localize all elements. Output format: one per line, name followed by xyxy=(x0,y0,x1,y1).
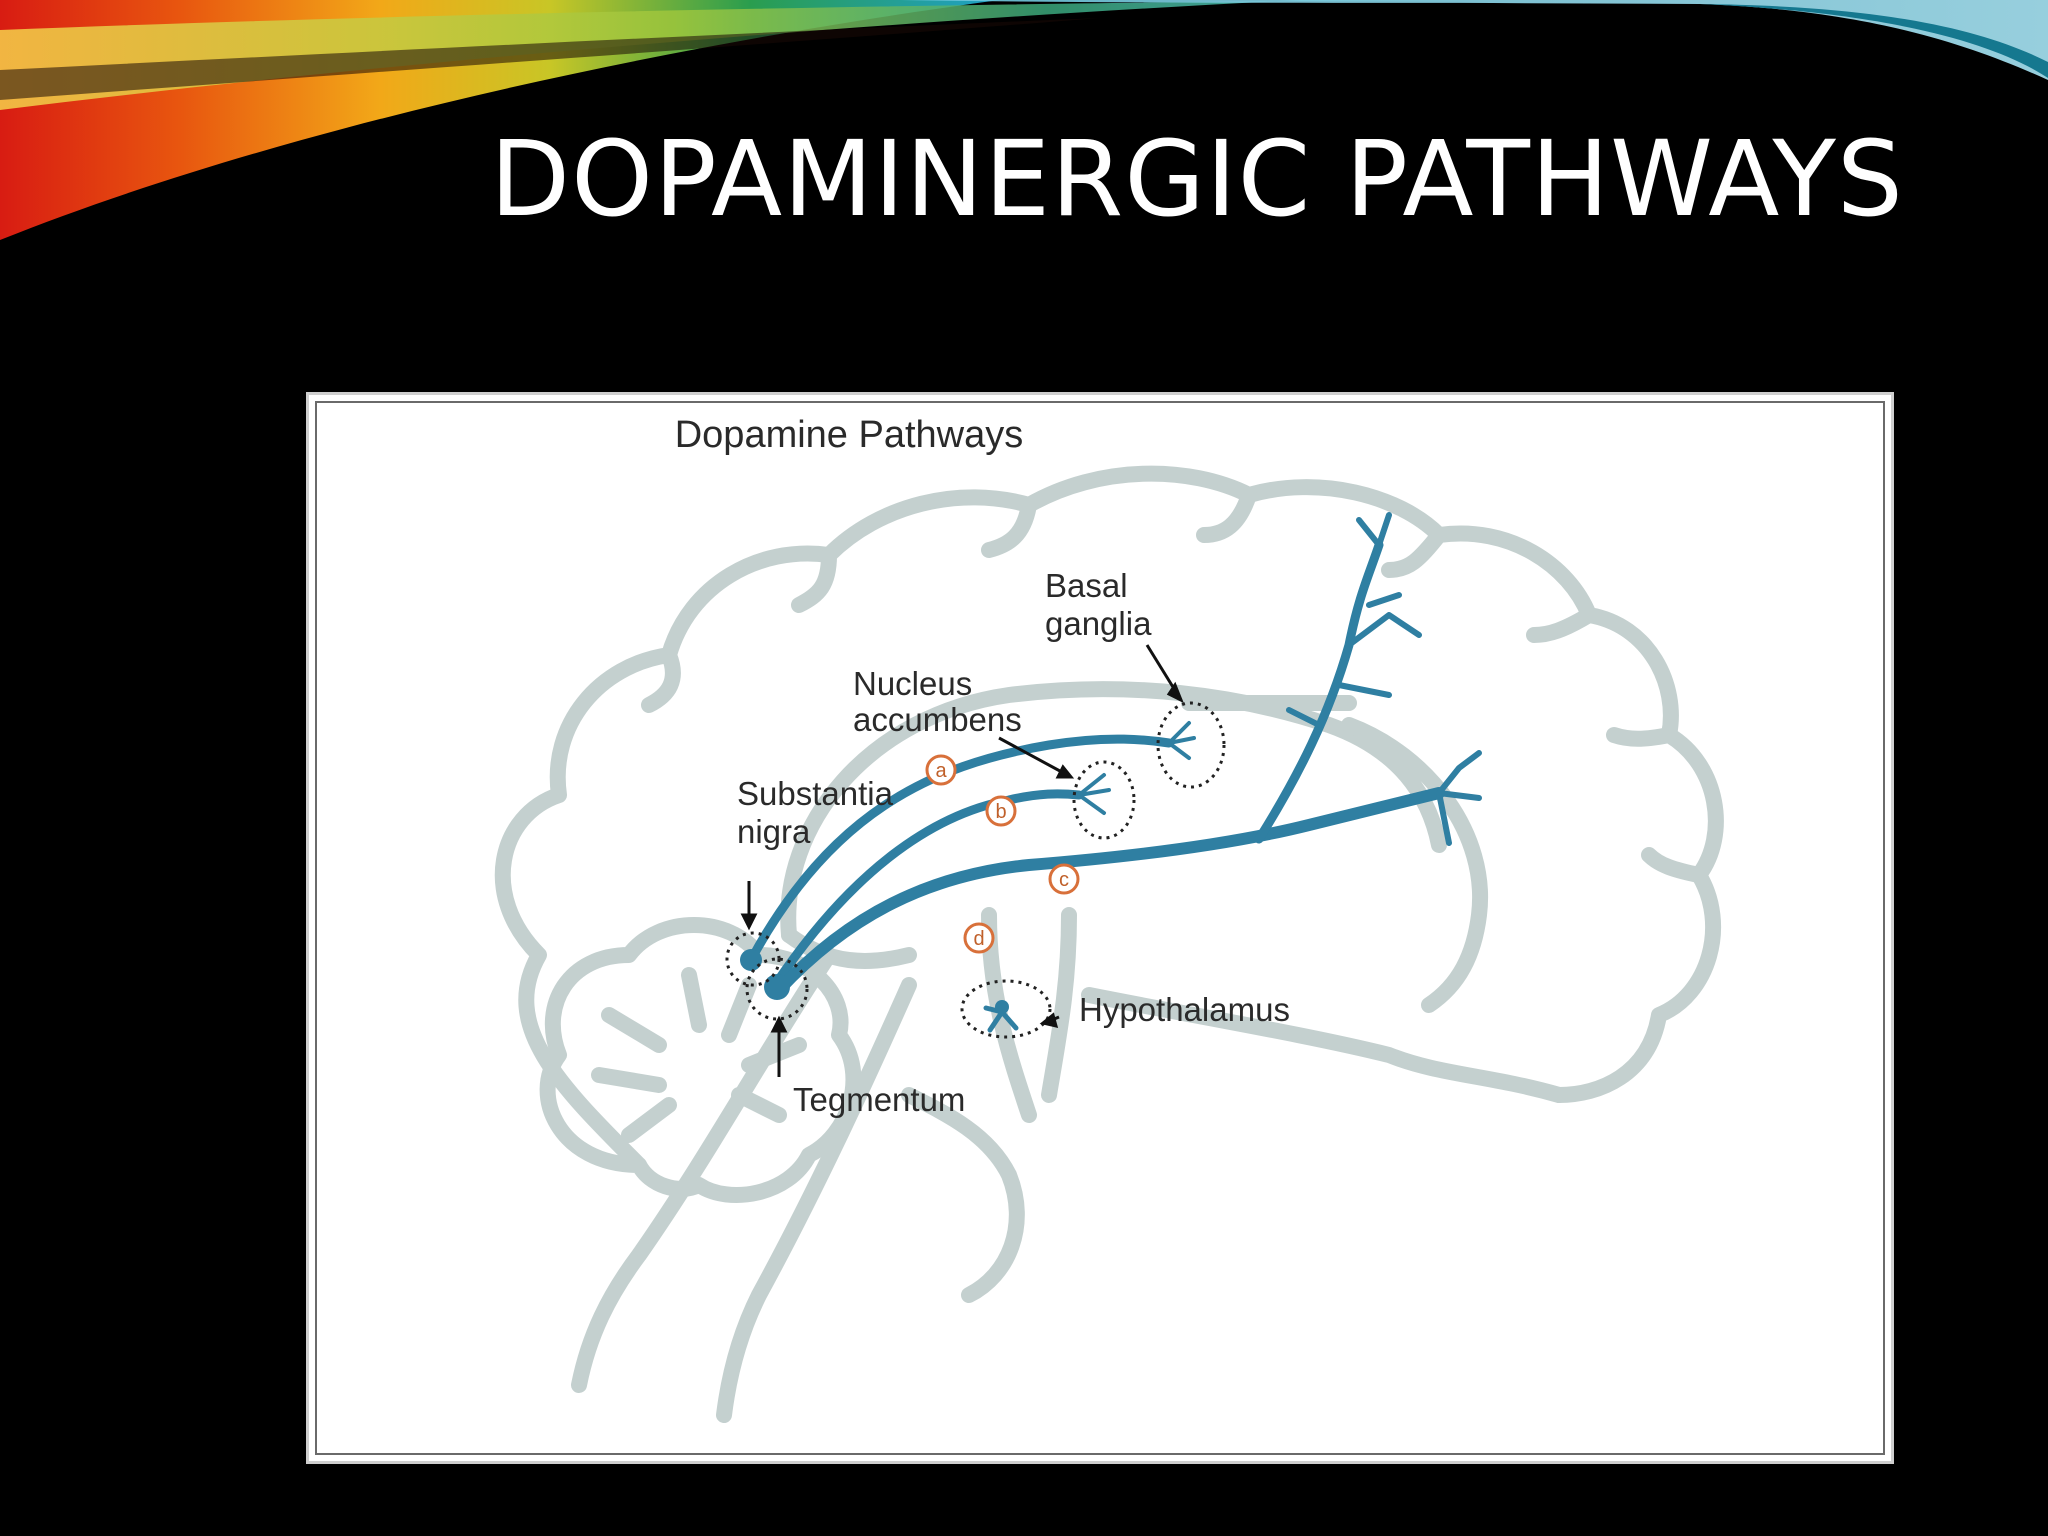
pons-outline xyxy=(901,1087,1025,1303)
cerebellum xyxy=(539,917,862,1203)
label-arrows xyxy=(740,644,1184,1077)
cerebrum-outline xyxy=(494,465,1724,1173)
tegmentum-region xyxy=(745,957,809,1021)
tegmentum-soma xyxy=(764,974,790,1000)
label-hypothalamus: Hypothalamus xyxy=(1079,991,1290,1028)
cerebellum-folds xyxy=(591,967,807,1143)
pathway-c-mesocortical xyxy=(773,787,1445,996)
label-nucleus: Nucleus xyxy=(853,665,972,702)
label-basal: Basal xyxy=(1045,567,1128,604)
swoosh-cyan-band xyxy=(900,0,2048,80)
hypothalamus-soma xyxy=(995,1000,1009,1014)
pathway-markers: a b c d xyxy=(925,754,1080,954)
marker-a-circle xyxy=(925,754,957,786)
arrow-tegmentum-head xyxy=(770,1015,788,1033)
brain-diagram: Dopamine Pathways xyxy=(494,414,1724,1423)
marker-b-circle xyxy=(985,795,1017,827)
swoosh-dark-streak xyxy=(0,18,1100,100)
region-highlights xyxy=(725,701,1226,1039)
cortical-branch-lower xyxy=(1436,750,1482,846)
label-ganglia: ganglia xyxy=(1045,605,1152,642)
label-accumbens: accumbens xyxy=(853,701,1022,738)
label-substantia: Substantia xyxy=(737,775,894,812)
cortex-bumps xyxy=(641,487,1707,883)
figure-frame xyxy=(315,401,1885,1455)
swoosh-teal-edge xyxy=(1700,4,2048,78)
brain-outline xyxy=(494,465,1724,1423)
region-labels: Basal ganglia Nucleus accumbens Substant… xyxy=(737,567,1290,1118)
arrow-accumbens xyxy=(998,736,1072,779)
cortical-branch-upper xyxy=(1254,540,1384,844)
basal-ganglia-terminal xyxy=(1167,721,1196,760)
arrow-accumbens-head xyxy=(1055,764,1075,779)
marker-c-circle xyxy=(1048,863,1080,895)
label-nigra: nigra xyxy=(737,813,811,850)
accumbens-terminal xyxy=(1077,773,1111,815)
diagram-title: Dopamine Pathways xyxy=(675,414,1024,456)
marker-d-circle xyxy=(963,922,995,954)
thalamus-curve xyxy=(1341,717,1489,1013)
nigra-region xyxy=(725,931,781,987)
corpus-callosum xyxy=(780,681,1447,943)
marker-b-label: b xyxy=(995,801,1006,823)
nigra-soma xyxy=(740,949,762,971)
marker-c-label: c xyxy=(1059,869,1069,891)
arrow-nigra-head xyxy=(740,913,758,931)
dopamine-pathways xyxy=(740,512,1482,1033)
hypothalamus-region xyxy=(960,979,1052,1039)
label-tegmentum: Tegmentum xyxy=(793,1081,965,1118)
marker-a-label: a xyxy=(935,760,947,782)
swoosh-gold-band xyxy=(0,0,1500,110)
slide-title: DOPAMINERGIC PATHWAYS xyxy=(490,118,1904,240)
diagram-figure: Dopamine Pathways xyxy=(306,392,1894,1464)
accumbens-region xyxy=(1072,760,1136,840)
arrow-hypothalamus-head xyxy=(1039,1012,1059,1029)
pathway-b-mesolimbic xyxy=(770,789,1084,990)
brainstem-inner xyxy=(716,977,917,1423)
decorative-swoosh xyxy=(0,0,2048,240)
basal-ganglia-region xyxy=(1156,701,1226,789)
marker-d-label: d xyxy=(973,928,984,950)
cortical-branch-twigs xyxy=(1286,512,1422,728)
arrow-basal-ganglia-head xyxy=(1166,681,1184,704)
lower-contour xyxy=(1081,987,1567,1103)
pathway-a-nigrostriatal xyxy=(746,734,1174,965)
